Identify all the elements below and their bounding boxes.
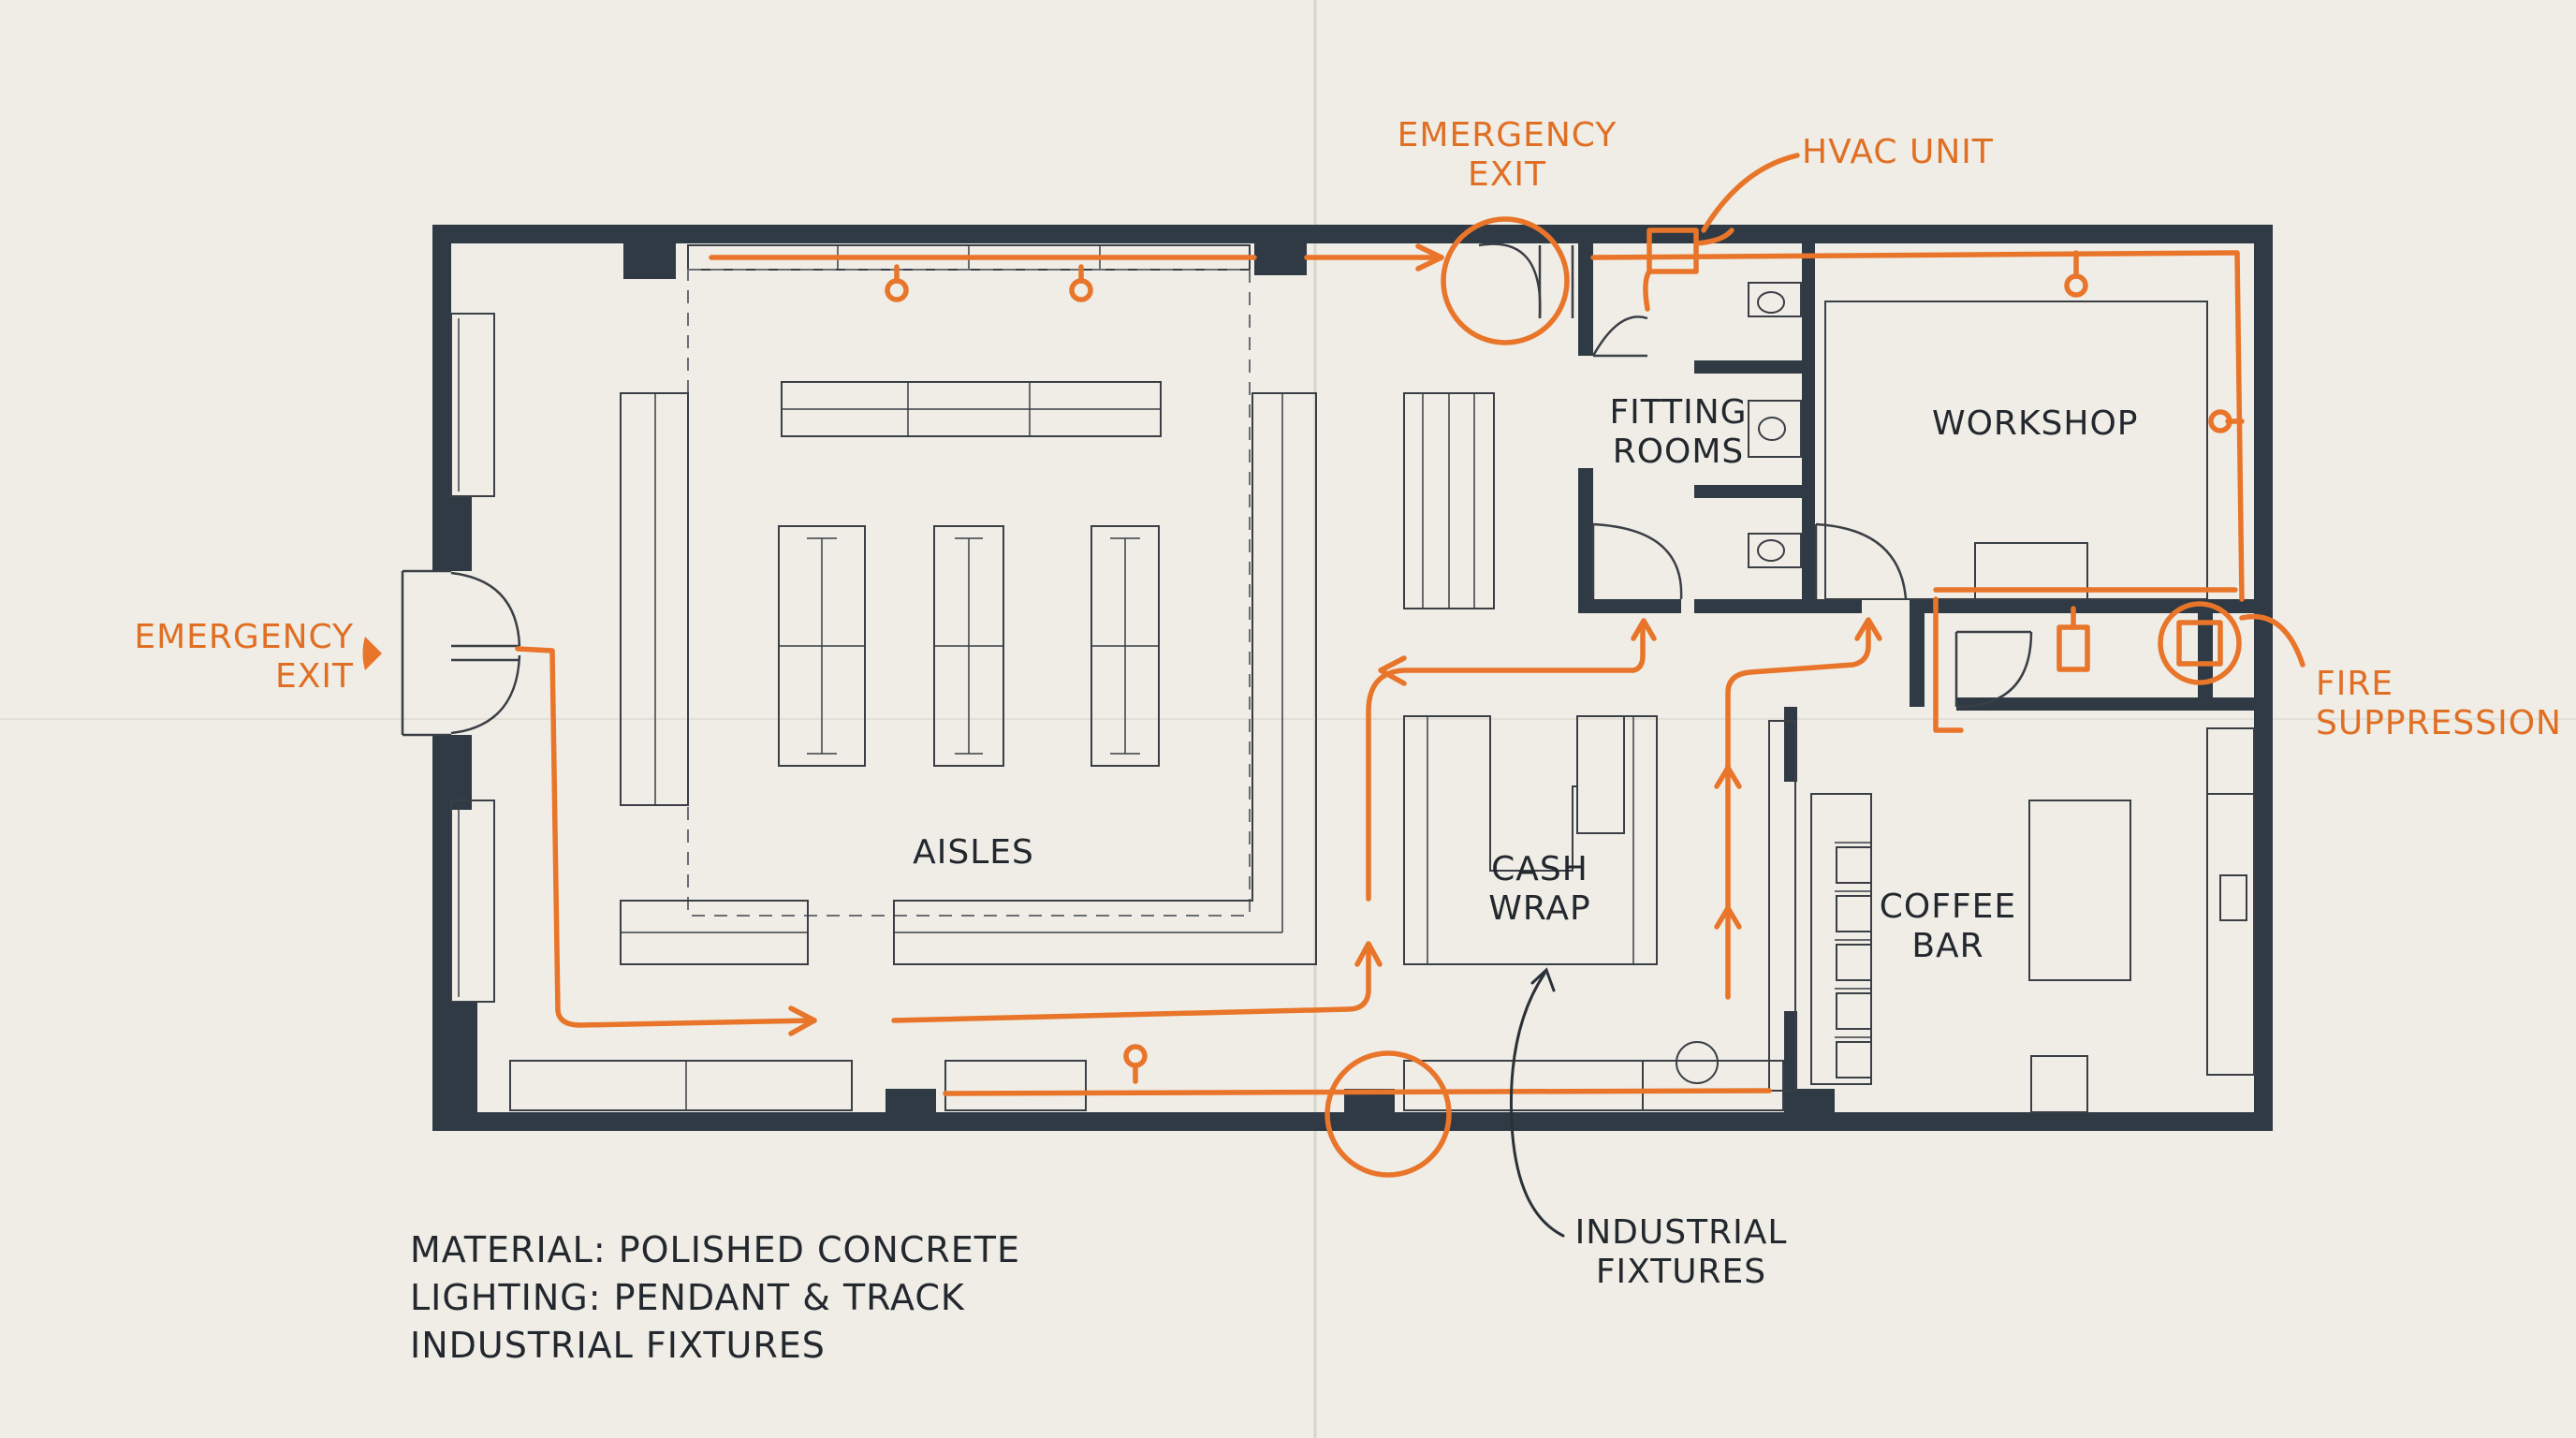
fixtures-note: INDUSTRIAL FIXTURES [410, 1325, 826, 1366]
exterior-walls [432, 225, 2273, 1131]
cash-wrap-label: CASH WRAP [1488, 850, 1591, 928]
coffee-bar-fixtures [1768, 720, 2255, 1113]
bottom-wall-counter [509, 1041, 1784, 1111]
coffee-bar-label: COFFEE BAR [1879, 888, 2017, 965]
aisle-fixtures [620, 381, 1495, 965]
workshop-label: WORKSHOP [1932, 404, 2139, 443]
spec-notes: MATERIAL: POLISHED CONCRETE LIGHTING: PE… [410, 1226, 1020, 1370]
material-note: MATERIAL: POLISHED CONCRETE [410, 1229, 1020, 1270]
markup-overlay [362, 153, 2305, 1178]
workshop-fixtures [1824, 301, 2208, 709]
cash-wrap-counter [1403, 715, 1658, 965]
aisles-label: AISLES [913, 833, 1034, 872]
left-windows [450, 313, 495, 1003]
fitting-rooms-label: FITTING ROOMS [1609, 393, 1748, 471]
industrial-fixtures-leader [1509, 967, 1565, 1238]
fire-suppression-annotation: FIRE SUPPRESSION [2316, 665, 2562, 742]
left-entrance-doors [401, 569, 521, 737]
lighting-note: LIGHTING: PENDANT & TRACK [410, 1277, 965, 1318]
hvac-unit-annotation: HVAC UNIT [1802, 133, 1994, 171]
fitting-room-fixtures [1478, 242, 1908, 600]
emergency-exit-left-annotation: EMERGENCY EXIT [134, 618, 354, 696]
industrial-fixtures-callout: INDUSTRIAL FIXTURES [1574, 1213, 1788, 1291]
emergency-exit-top-annotation: EMERGENCY EXIT [1397, 116, 1617, 194]
interior-walls [1578, 243, 2254, 1112]
